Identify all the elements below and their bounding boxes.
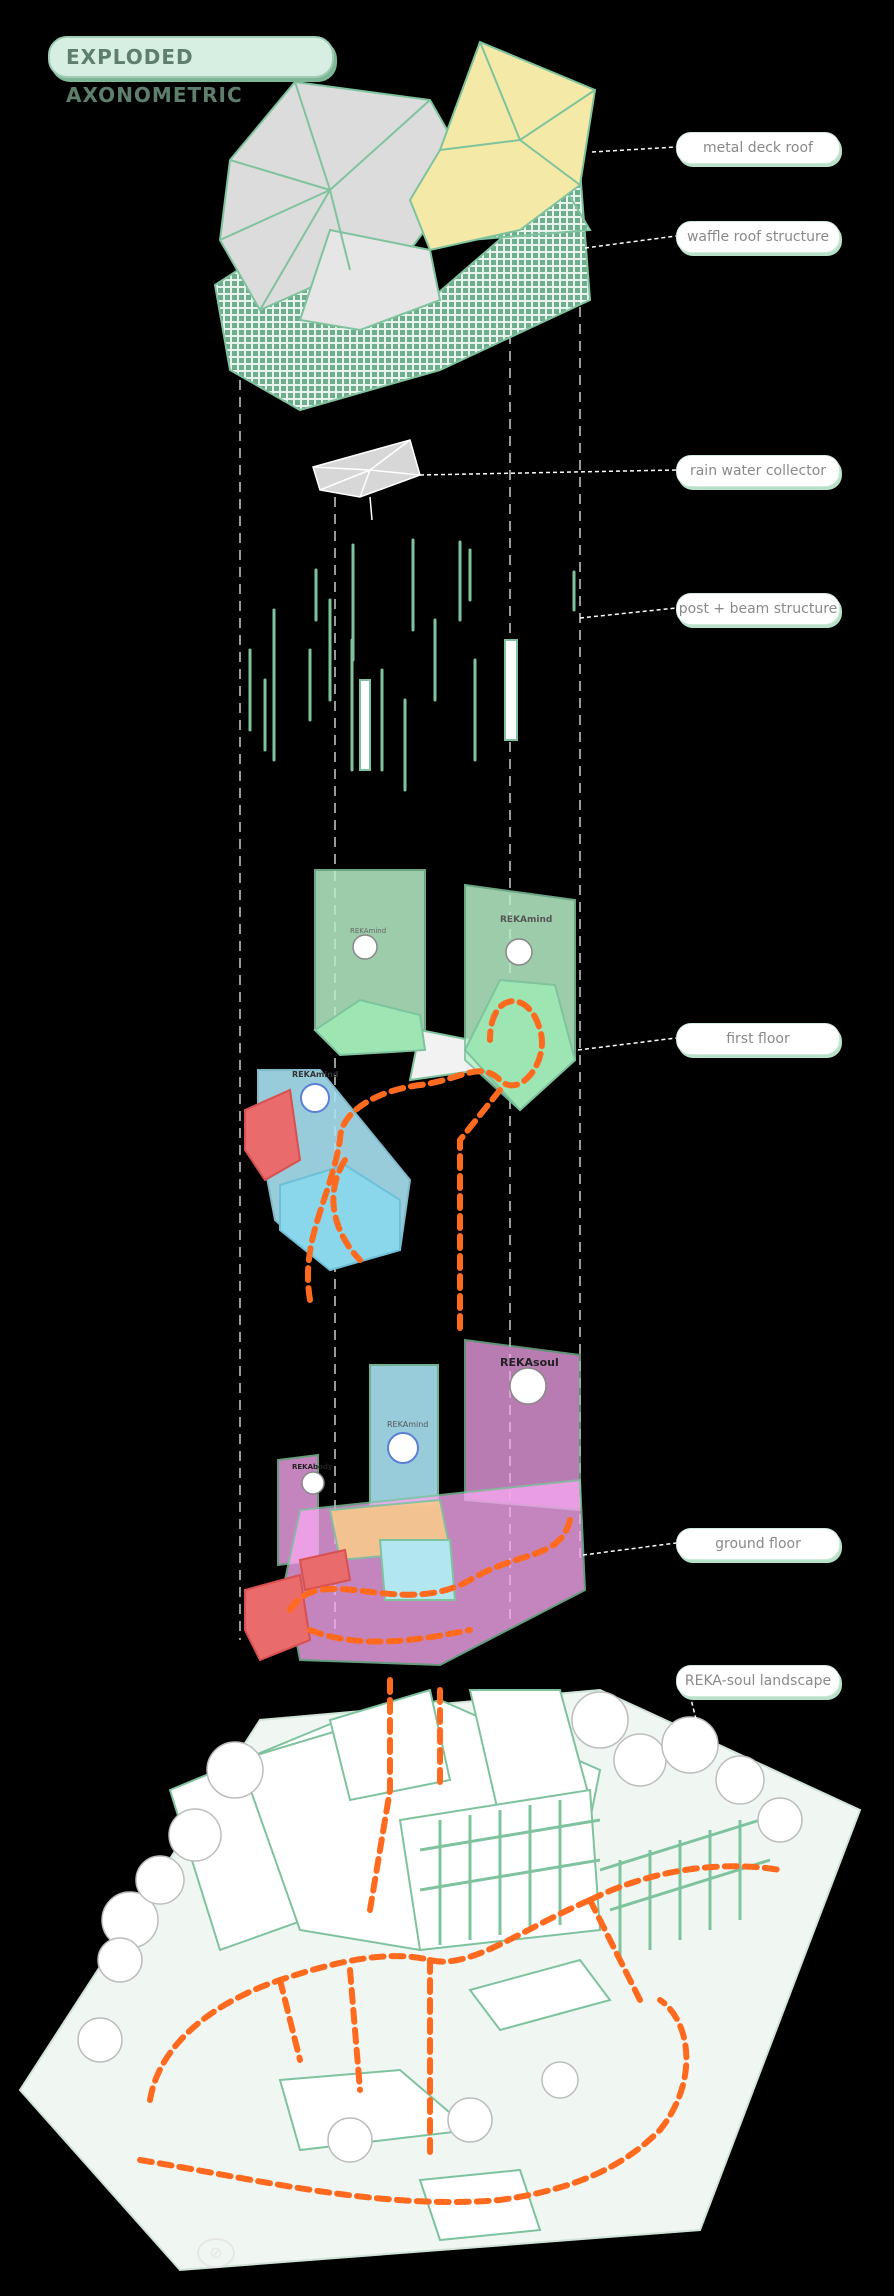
circulation-path — [137, 998, 783, 2205]
diagram-title: EXPLODED AXONOMETRIC — [66, 45, 243, 107]
reka-soul-landscape — [18, 1688, 862, 2272]
ground-floor — [244, 1338, 587, 1667]
leader-lines — [419, 146, 707, 1761]
label-reka-soul-landscape: REKA-soul landscape — [676, 1665, 840, 1697]
zone-label-mind-right: REKAmind — [500, 915, 553, 925]
rain-water-collector — [312, 439, 421, 521]
label-metal-deck-roof: metal deck roof — [676, 132, 840, 164]
zone-label-mind-left: REKAmind — [292, 1070, 339, 1079]
post-beam-structure — [248, 538, 576, 792]
title-tag: EXPLODED AXONOMETRIC — [48, 36, 334, 107]
north-arrow-icon: ⊘ — [197, 2238, 235, 2268]
zone-label-ground-left: REKAbody — [292, 1463, 333, 1471]
zone-label-soul: REKAsoul — [500, 1356, 559, 1369]
label-ground-floor: ground floor — [676, 1528, 840, 1560]
zone-label-mind-ground: REKAmind — [387, 1420, 429, 1429]
label-rain-water-collector: rain water collector — [676, 455, 840, 487]
zone-label-mind-upper: REKAmind — [350, 927, 387, 935]
metal-deck-roof — [218, 40, 597, 332]
label-waffle-roof-structure: waffle roof structure — [676, 221, 840, 253]
alignment-guides — [239, 290, 581, 1640]
label-post-beam-structure: post + beam structure — [676, 593, 840, 625]
label-first-floor: first floor — [676, 1023, 840, 1055]
